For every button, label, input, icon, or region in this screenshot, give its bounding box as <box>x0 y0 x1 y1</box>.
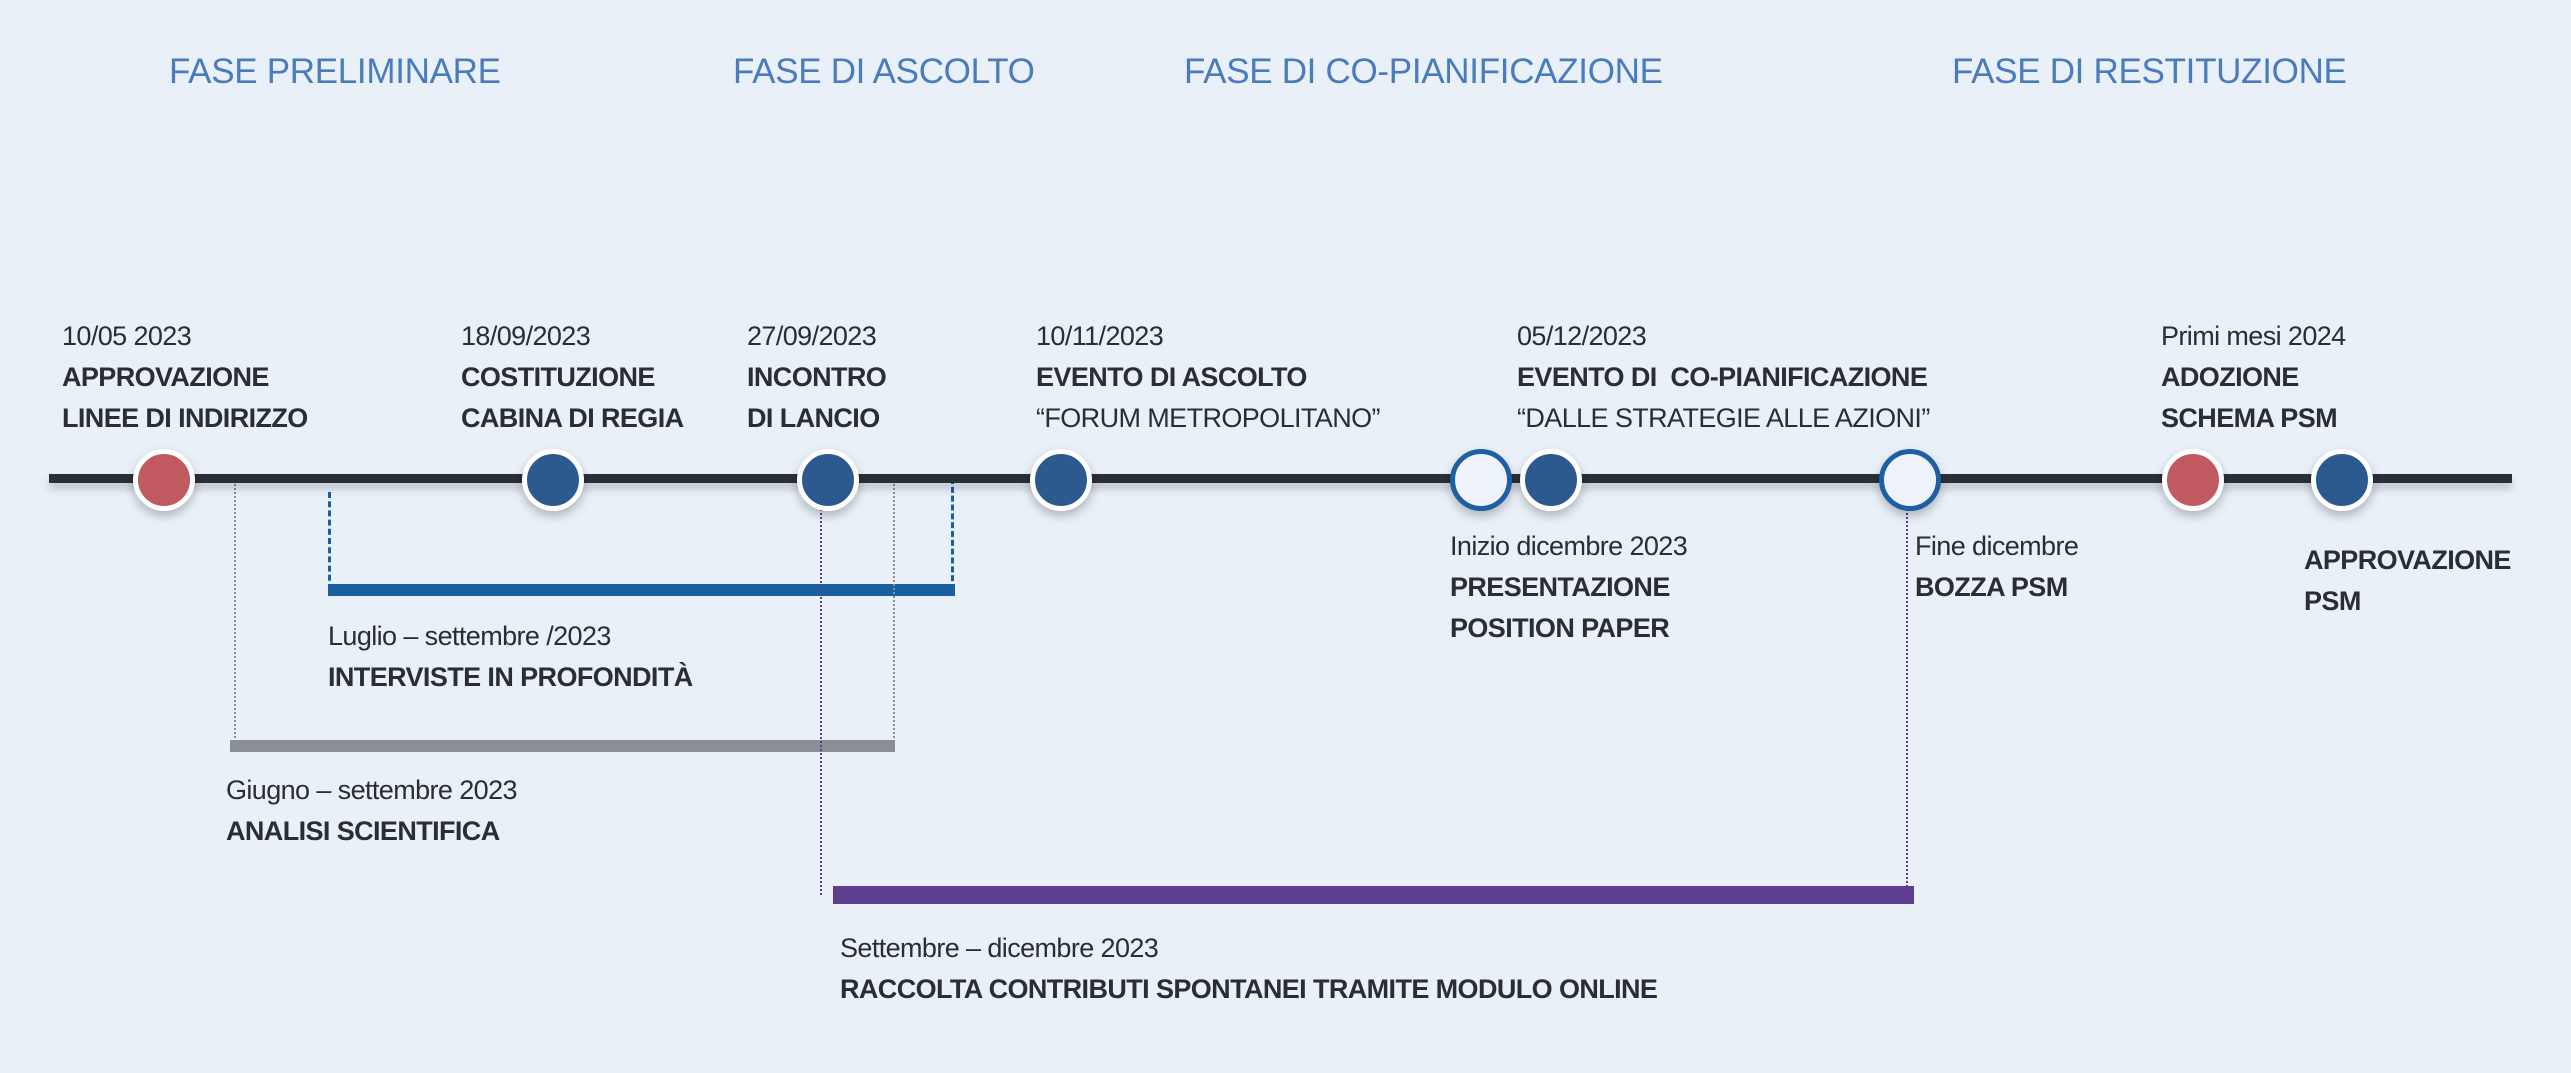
phase-restituzione: FASE DI RESTITUZIONE <box>1952 52 2347 91</box>
milestone-dot-red <box>133 449 195 511</box>
milestone-title: EVENTO DI ASCOLTO <box>1036 362 1307 392</box>
phase-ascolto: FASE DI ASCOLTO <box>733 52 1035 91</box>
period-raccolta: Settembre – dicembre 2023 RACCOLTA CONTR… <box>840 928 1658 1010</box>
milestone-evento-co-pianificazione: 05/12/2023 EVENTO DI CO-PIANIFICAZIONE “… <box>1517 316 1930 439</box>
milestone-incontro-lancio: 27/09/2023 INCONTRO DI LANCIO <box>747 316 887 439</box>
milestone-dot-open <box>1879 449 1941 511</box>
milestone-title: SCHEMA PSM <box>2161 403 2338 433</box>
milestone-date: Primi mesi 2024 <box>2161 321 2346 351</box>
interviste-start-line <box>328 492 331 590</box>
milestone-dot-blue <box>797 449 859 511</box>
milestone-title: APPROVAZIONE <box>2304 545 2511 575</box>
milestone-subtitle: “DALLE STRATEGIE ALLE AZIONI” <box>1517 403 1930 433</box>
milestone-bozza-psm: Fine dicembre BOZZA PSM <box>1915 526 2079 608</box>
raccolta-start-line <box>820 490 822 895</box>
analisi-end-line <box>893 484 895 746</box>
milestone-title: PSM <box>2304 586 2361 616</box>
milestone-title: CABINA DI REGIA <box>461 403 684 433</box>
milestone-title: POSITION PAPER <box>1450 613 1670 643</box>
period-date: Settembre – dicembre 2023 <box>840 933 1159 963</box>
milestone-dot-blue <box>1520 449 1582 511</box>
milestone-title: COSTITUZIONE <box>461 362 655 392</box>
milestone-title: LINEE DI INDIRIZZO <box>62 403 308 433</box>
period-analisi: Giugno – settembre 2023 ANALISI SCIENTIF… <box>226 770 518 852</box>
milestone-title: INCONTRO <box>747 362 887 392</box>
phase-co-pianificazione: FASE DI CO-PIANIFICAZIONE <box>1184 52 1663 91</box>
milestone-subtitle: “FORUM METROPOLITANO” <box>1036 403 1380 433</box>
interviste-end-line <box>951 478 954 590</box>
milestone-adozione-schema: Primi mesi 2024 ADOZIONE SCHEMA PSM <box>2161 316 2346 439</box>
raccolta-end-line <box>1906 505 1908 895</box>
milestone-dot-open <box>1450 449 1512 511</box>
milestone-cabina-regia: 18/09/2023 COSTITUZIONE CABINA DI REGIA <box>461 316 684 439</box>
milestone-title: DI LANCIO <box>747 403 880 433</box>
milestone-dot-blue <box>2311 449 2373 511</box>
interviste-period-bar <box>328 584 955 596</box>
analisi-period-bar <box>230 740 895 752</box>
milestone-date: 18/09/2023 <box>461 321 591 351</box>
milestone-dot-red <box>2162 449 2224 511</box>
period-interviste: Luglio – settembre /2023 INTERVISTE IN P… <box>328 616 693 698</box>
milestone-title: EVENTO DI CO-PIANIFICAZIONE <box>1517 362 1928 392</box>
period-title: ANALISI SCIENTIFICA <box>226 816 500 846</box>
milestone-date: 10/11/2023 <box>1036 321 1164 351</box>
period-title: RACCOLTA CONTRIBUTI SPONTANEI TRAMITE MO… <box>840 974 1658 1004</box>
period-date: Luglio – settembre /2023 <box>328 621 611 651</box>
milestone-dot-blue <box>522 449 584 511</box>
milestone-evento-ascolto: 10/11/2023 EVENTO DI ASCOLTO “FORUM METR… <box>1036 316 1380 439</box>
milestone-date: 27/09/2023 <box>747 321 877 351</box>
milestone-date: 05/12/2023 <box>1517 321 1647 351</box>
milestone-title: PRESENTAZIONE <box>1450 572 1670 602</box>
milestone-dot-blue <box>1030 449 1092 511</box>
milestone-approvazione-psm: APPROVAZIONE PSM <box>2304 540 2511 622</box>
milestone-position-paper: Inizio dicembre 2023 PRESENTAZIONE POSIT… <box>1450 526 1688 649</box>
analisi-start-line <box>234 484 236 746</box>
milestone-title: ADOZIONE <box>2161 362 2299 392</box>
period-title: INTERVISTE IN PROFONDITÀ <box>328 662 693 692</box>
milestone-approvazione-linee: 10/05 2023 APPROVAZIONE LINEE DI INDIRIZ… <box>62 316 308 439</box>
milestone-title: APPROVAZIONE <box>62 362 269 392</box>
milestone-date: Inizio dicembre 2023 <box>1450 531 1688 561</box>
milestone-date: Fine dicembre <box>1915 531 2079 561</box>
phase-preliminare: FASE PRELIMINARE <box>169 52 501 91</box>
timeline-axis <box>49 474 2512 483</box>
milestone-title: BOZZA PSM <box>1915 572 2068 602</box>
raccolta-period-bar <box>833 886 1914 904</box>
period-date: Giugno – settembre 2023 <box>226 775 518 805</box>
milestone-date: 10/05 2023 <box>62 321 192 351</box>
